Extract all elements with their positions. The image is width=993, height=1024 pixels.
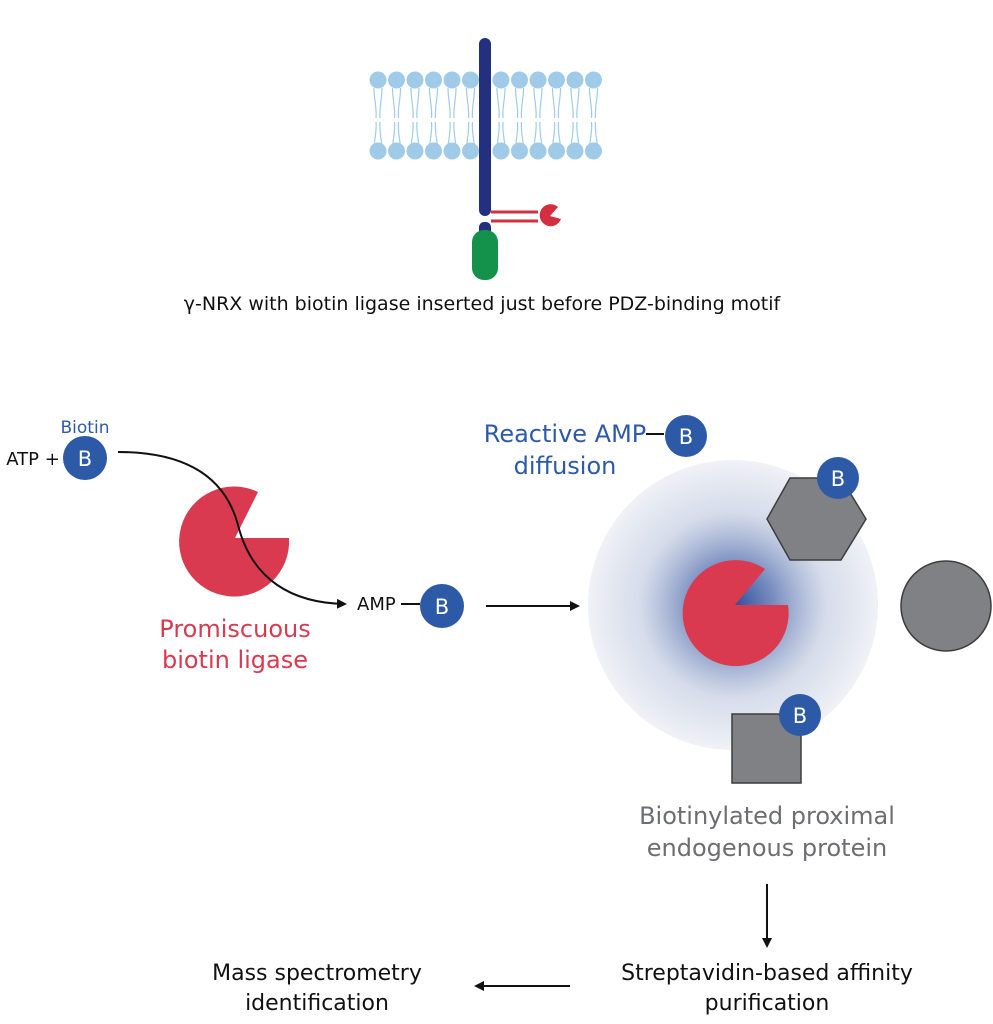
- amp-biotin-circle: B: [420, 584, 464, 628]
- lipid-head: [566, 142, 584, 160]
- biotin-label: Biotin: [61, 418, 110, 438]
- purification-label-line1: Streptavidin-based affinity: [621, 961, 913, 986]
- lipid-head: [443, 142, 461, 160]
- ms-label-line1: Mass spectrometry: [212, 961, 422, 986]
- lipid-head: [529, 71, 547, 89]
- lipid-head: [369, 71, 387, 89]
- purification-label-line2: purification: [705, 991, 830, 1016]
- hexagon-biotin-symbol: B: [831, 467, 845, 491]
- lipid-head: [585, 142, 602, 160]
- lipid-tail: [514, 87, 525, 119]
- lipid-head: [548, 142, 565, 160]
- lipid-head: [566, 71, 584, 89]
- square-biotin-symbol: B: [793, 704, 807, 728]
- lipid-head: [425, 71, 442, 89]
- lipid-head: [492, 142, 510, 160]
- amp-label: AMP: [357, 594, 396, 615]
- lipid-head: [529, 142, 547, 160]
- workflow-section: Streptavidin-based affinity purification…: [212, 884, 913, 1016]
- promiscuous-biotin-ligase-icon: [179, 486, 290, 597]
- lipid-tail: [533, 87, 543, 119]
- diffusion-label-biotin-circle: B: [665, 415, 707, 457]
- biotin-circle: B: [63, 436, 107, 480]
- lipid-tail: [373, 87, 383, 119]
- lipid-tail: [465, 87, 476, 119]
- biotin-symbol: B: [78, 447, 92, 471]
- lipid-head: [462, 142, 479, 160]
- square-biotin-circle: B: [779, 694, 821, 736]
- lipid-tail: [391, 87, 402, 119]
- diffusion-label-line2: diffusion: [514, 452, 617, 480]
- lipid-head: [585, 71, 602, 89]
- lipid-head: [388, 142, 405, 160]
- ligase-linker: [491, 210, 538, 223]
- diffusion-label-line1: Reactive AMP: [484, 420, 647, 448]
- protein-label-line2: endogenous protein: [647, 834, 887, 862]
- membrane-section: γ-NRX with biotin ligase inserted just b…: [184, 38, 782, 315]
- lipid-head: [443, 71, 461, 89]
- ligase-label-line2: biotin ligase: [162, 646, 308, 674]
- lipid-heads-bottom: [369, 142, 602, 160]
- lipid-tail: [570, 87, 580, 119]
- lipid-head: [406, 71, 424, 89]
- lipid-tail: [496, 87, 506, 119]
- membrane-caption: γ-NRX with biotin ligase inserted just b…: [184, 293, 782, 315]
- lipid-head: [511, 71, 528, 89]
- lipid-head: [369, 142, 387, 160]
- lipid-head: [511, 142, 528, 160]
- lipid-tail: [551, 87, 562, 119]
- lipid-head: [492, 71, 510, 89]
- diffusion-label-biotin-symbol: B: [679, 425, 693, 449]
- lipid-head: [388, 71, 405, 89]
- lipid-head: [548, 71, 565, 89]
- amp-biotin-symbol: B: [435, 595, 449, 619]
- central-biotin-ligase-icon: [682, 560, 789, 667]
- membrane-biotin-ligase-icon: [539, 204, 561, 227]
- pdz-binding-motif: [472, 230, 498, 280]
- reaction-section: Biotin ATP + B AMP B Promiscuous biotin …: [6, 418, 580, 674]
- lipid-head: [406, 142, 424, 160]
- ligase-label-line1: Promiscuous: [159, 615, 310, 643]
- lipid-tail: [588, 87, 599, 119]
- atp-label: ATP +: [6, 449, 60, 470]
- lipid-heads-top: [369, 71, 602, 89]
- diffusion-section: Reactive AMP diffusion B B B Biotinylate…: [484, 415, 992, 862]
- lipid-head: [425, 142, 442, 160]
- lipid-head: [462, 71, 479, 89]
- lipid-tail: [428, 87, 439, 119]
- transmembrane-neurexin-bar: [479, 38, 491, 216]
- circle-protein: [900, 560, 992, 652]
- ms-label-line2: identification: [245, 991, 389, 1016]
- hexagon-biotin-circle: B: [817, 457, 859, 499]
- lipid-tail: [410, 87, 420, 119]
- lipid-tail: [447, 87, 457, 119]
- reaction-arrow: [117, 451, 347, 609]
- protein-label-line1: Biotinylated proximal: [639, 802, 895, 830]
